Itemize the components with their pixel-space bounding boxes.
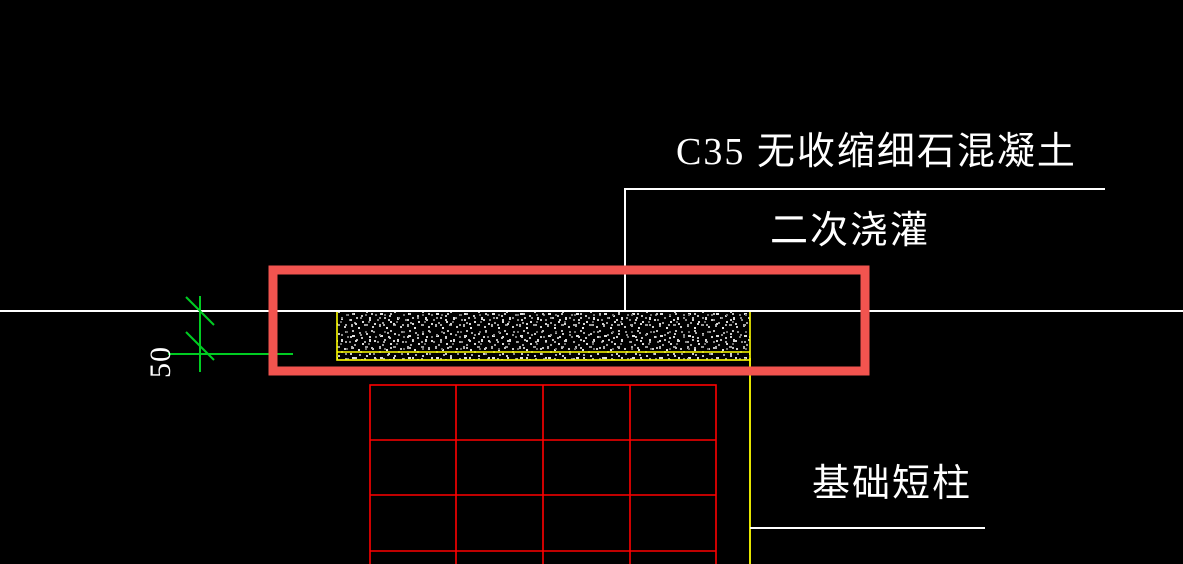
annotation-concrete-note-line1: C35 无收缩细石混凝土 — [676, 131, 1077, 173]
dimension-value-label: 50 — [144, 346, 177, 378]
annotation-concrete-note-line2: 二次浇灌 — [770, 210, 931, 252]
grout-hatch-region — [336, 310, 751, 361]
annotation-stub-column-note: 基础短柱 — [812, 463, 973, 505]
selection-highlight-box[interactable] — [268, 265, 870, 376]
rebar-grid — [369, 384, 717, 564]
